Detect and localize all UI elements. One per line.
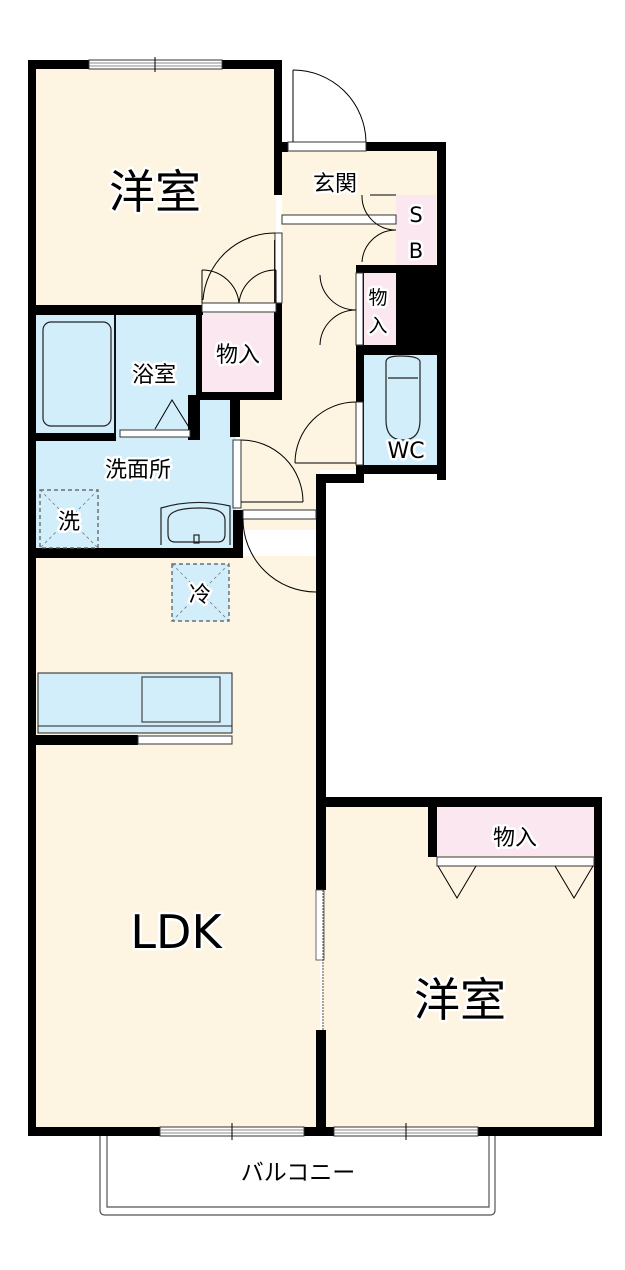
bathtub-icon [42, 321, 112, 427]
room-label-western-top: 洋室 [109, 165, 201, 219]
floors [36, 68, 594, 1128]
room-label-wc: WC [387, 439, 424, 464]
room-label-ldk: LDK [130, 905, 223, 959]
room-label-closet-bottom: 物入 [493, 826, 537, 851]
room-label-fridge: 冷 [189, 583, 211, 608]
room-label-bathroom: 浴室 [132, 363, 176, 388]
room-label-sb-b: B [409, 239, 423, 263]
room-label-entrance: 玄関 [313, 172, 357, 197]
balcony [99, 1133, 496, 1216]
room-label-closet-hall: 物入 [216, 343, 260, 368]
room-label-balcony: バルコニー [241, 1160, 356, 1186]
room-label-closet-small-2: 入 [368, 315, 387, 337]
room-label-western-bottom: 洋室 [414, 973, 506, 1027]
fixtures [39, 321, 421, 622]
doors [119, 69, 595, 899]
labels: 洋室 玄関 S B 物 入 物入 浴室 洗面所 洗 冷 WC LDK 洋室 物入… [55, 163, 539, 1187]
room-label-washer: 洗 [58, 510, 80, 535]
room-label-sb-s: S [409, 203, 422, 227]
sink-icon [160, 501, 231, 545]
toilet-icon [385, 355, 421, 441]
windows [88, 57, 479, 1140]
room-label-closet-small-1: 物 [368, 287, 387, 309]
room-label-washroom: 洗面所 [105, 458, 171, 483]
